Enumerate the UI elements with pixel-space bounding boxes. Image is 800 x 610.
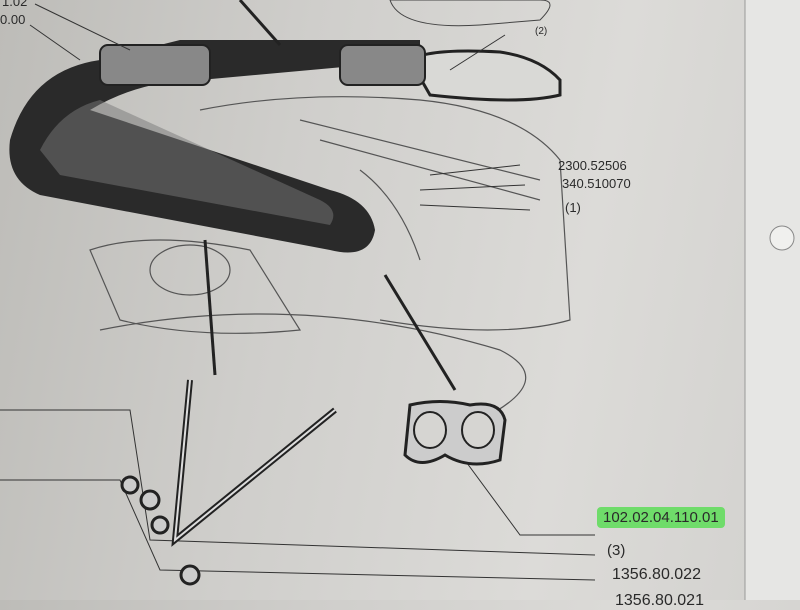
label-340: 340.510070 — [562, 176, 631, 191]
label-gasket-part-highlighted: 102.02.04.110.01 — [597, 507, 725, 528]
leader-lines — [0, 3, 596, 581]
binder-ring — [769, 225, 795, 251]
label-part-2: (2) — [535, 26, 548, 37]
hose-sleeve-right — [339, 44, 426, 86]
label-top-left-2: 0.00 — [0, 12, 26, 27]
pointer-arrows — [203, 0, 457, 391]
air-cleaner-base — [407, 49, 562, 102]
air-cleaner-outline — [389, 0, 551, 27]
label-part-1: (1) — [565, 200, 581, 215]
label-top-left-1: 1.02 — [2, 0, 28, 9]
label-1356-022: 1356.80.022 — [612, 566, 701, 583]
label-1356-021: 1356.80.021 — [615, 592, 704, 609]
washers — [120, 475, 201, 586]
hose-sleeve-left — [99, 44, 211, 86]
support-rod — [171, 379, 337, 547]
label-part-3: (3) — [607, 542, 626, 559]
page-stack — [745, 0, 800, 600]
label-2300: 2300.52506 — [558, 158, 627, 173]
engine-sketch — [89, 96, 571, 421]
